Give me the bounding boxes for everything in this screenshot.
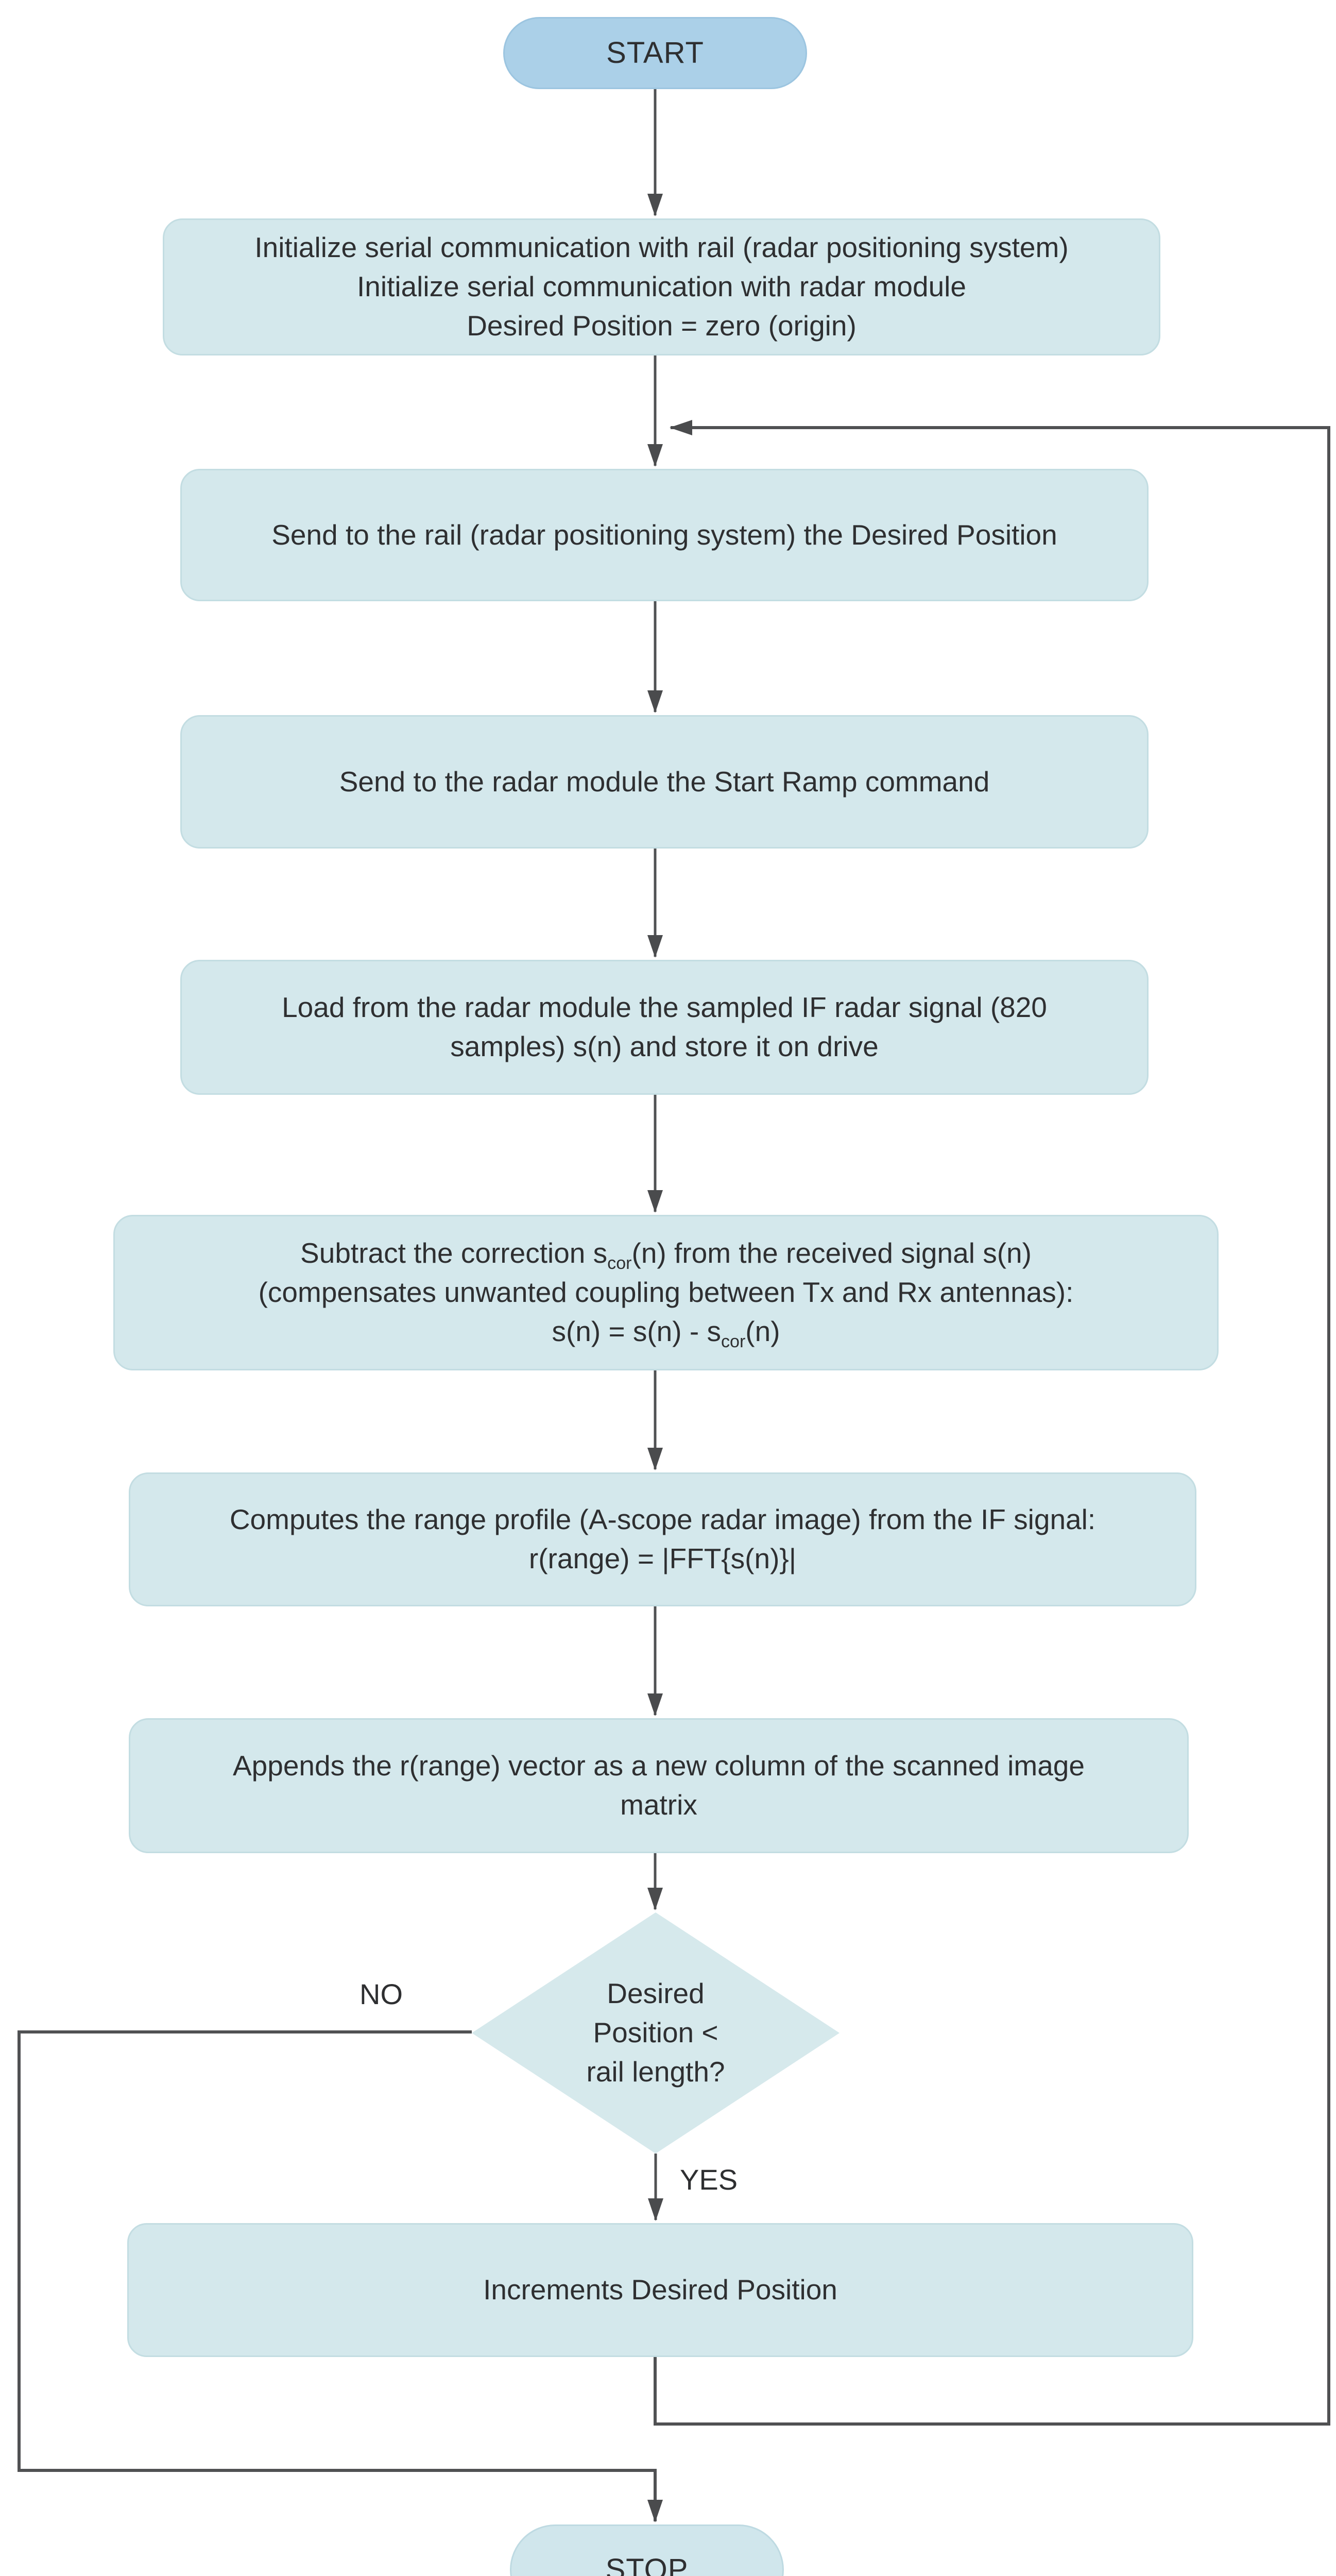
yes-edge-label: YES [680, 2163, 738, 2196]
process-subtract-correction: Subtract the correction scor(n) from the… [113, 1215, 1219, 1370]
process-load-signal: Load from the radar module the sampled I… [180, 960, 1149, 1095]
stop-label: STOP [605, 2552, 689, 2576]
start-label: START [606, 36, 704, 70]
process-initialize: Initialize serial communication with rai… [163, 218, 1160, 355]
no-branch-line-to-stop [18, 2030, 663, 2522]
process-send-radar: Send to the radar module the Start Ramp … [180, 715, 1149, 849]
process-compute-profile-text: Computes the range profile (A-scope rada… [229, 1503, 1096, 1574]
process-increment-position: Increments Desired Position [127, 2223, 1193, 2357]
loop-return-line [654, 420, 1330, 2426]
process-send-rail: Send to the rail (radar positioning syst… [180, 469, 1149, 601]
process-subtract-correction-text: Subtract the correction scor(n) from the… [258, 1237, 1074, 1351]
stop-terminal: STOP [510, 2524, 784, 2576]
process-compute-profile: Computes the range profile (A-scope rada… [129, 1472, 1196, 1606]
process-load-signal-text: Load from the radar module the sampled I… [282, 991, 1047, 1062]
no-edge-label: NO [359, 1978, 403, 2010]
process-send-radar-text: Send to the radar module the Start Ramp … [339, 765, 990, 798]
process-send-rail-text: Send to the rail (radar positioning syst… [271, 518, 1057, 551]
process-increment-position-text: Increments Desired Position [483, 2274, 837, 2306]
process-append-column: Appends the r(range) vector as a new col… [129, 1718, 1189, 1853]
start-terminal: START [503, 17, 807, 89]
process-initialize-text: Initialize serial communication with rai… [254, 231, 1069, 342]
process-append-column-text: Appends the r(range) vector as a new col… [232, 1750, 1085, 1821]
